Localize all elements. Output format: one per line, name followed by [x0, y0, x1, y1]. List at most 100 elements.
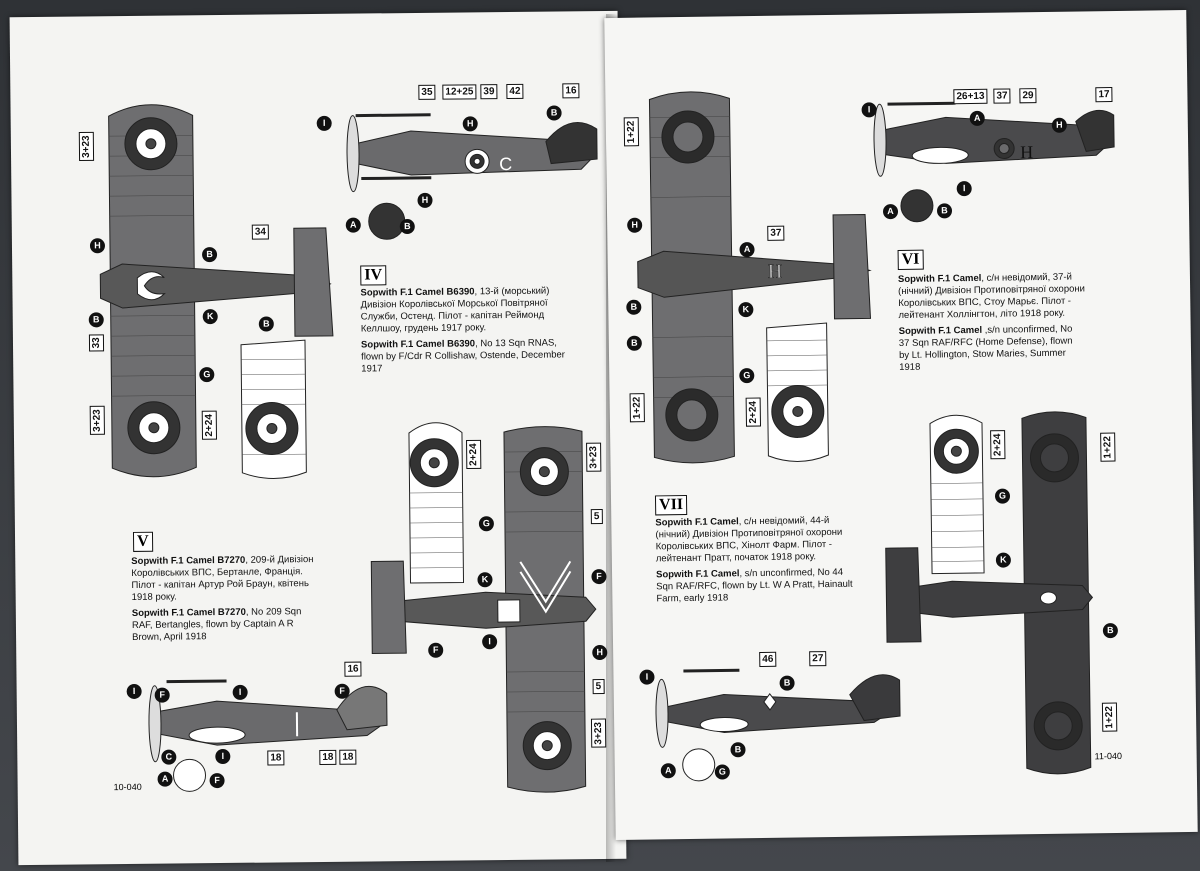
marking-label: 2+24: [466, 440, 482, 469]
plate-vi-caption-en: Sopwith F.1 Camel ,s/n unconfirmed, No 3…: [898, 323, 1073, 374]
marking-label: 1+22: [629, 393, 645, 423]
marking-label: 35: [418, 84, 436, 100]
colour-code-marker: H: [417, 192, 433, 208]
marking-label: 37: [767, 225, 785, 241]
right-page: H H: [604, 9, 1198, 841]
colour-code-marker: B: [399, 218, 415, 235]
marking-label: 5: [592, 679, 605, 695]
plate-vii-lower-wing-detail: [929, 414, 985, 575]
colour-code-marker: C: [161, 749, 177, 765]
page-code: 11-040: [1094, 750, 1123, 762]
marking-label: 16: [344, 661, 362, 677]
colour-code-marker: F: [428, 642, 444, 658]
marking-label: 2+24: [745, 397, 762, 427]
colour-code-marker: I: [316, 115, 332, 131]
marking-label: 5: [590, 509, 603, 525]
colour-code-marker: H: [627, 217, 643, 233]
colour-code-marker: B: [88, 312, 104, 328]
plate-iv-numeral: IV: [360, 265, 387, 286]
colour-code-marker: F: [154, 687, 170, 703]
colour-code-marker: A: [660, 763, 676, 779]
colour-code-marker: I: [232, 684, 248, 700]
colour-code-marker: B: [546, 105, 562, 121]
marking-label: 26+13: [953, 88, 988, 105]
marking-label: 1+22: [1101, 703, 1118, 732]
colour-code-marker: B: [936, 203, 953, 219]
marking-label: 33: [88, 334, 105, 352]
marking-label: 39: [480, 84, 498, 100]
marking-label: 3+23: [590, 719, 607, 748]
marking-label: 3+23: [78, 132, 95, 162]
colour-code-marker: I: [126, 683, 142, 700]
marking-label: 3+23: [89, 406, 105, 435]
plate-vii-caption-en: Sopwith F.1 Camel, s/n unconfirmed, No 4…: [655, 566, 853, 605]
colour-code-marker: I: [215, 748, 231, 765]
plate-vii-numeral: VII: [654, 494, 688, 516]
plate-v-top-view: [370, 426, 597, 793]
plate-vi-caption-ua: Sopwith F.1 Camel, с/н невідомий, 37-й (…: [897, 271, 1086, 322]
marking-label: 34: [251, 224, 270, 240]
plate-iv-lower-wing-detail: [240, 339, 307, 479]
marking-label: 2+24: [990, 430, 1006, 460]
plate-v-side-view: [148, 679, 388, 792]
plate-vi-lower-wing-detail: [766, 322, 829, 462]
marking-label: 46: [759, 651, 777, 668]
colour-code-marker: K: [477, 572, 493, 588]
marking-label: 17: [1095, 87, 1113, 103]
left-page-drawings: C: [99, 104, 598, 793]
marking-label: 2+24: [201, 411, 218, 440]
colour-code-marker: F: [334, 683, 350, 699]
colour-code-marker: I: [482, 634, 498, 650]
svg-text:C: C: [499, 154, 512, 174]
colour-code-marker: F: [209, 772, 225, 789]
plate-iv-top-view: [99, 104, 334, 478]
marking-label: 37: [993, 88, 1011, 104]
left-page: C: [9, 10, 627, 866]
colour-code-marker: H: [89, 238, 106, 254]
marking-label: 27: [809, 651, 827, 667]
marking-label: 12+25: [442, 84, 477, 100]
marking-label: 18: [319, 749, 337, 766]
colour-code-marker: B: [626, 335, 642, 351]
svg-text:H: H: [768, 261, 783, 283]
plate-iv-caption-en: Sopwith F.1 Camel B6390, No 13 Sqn RNAS,…: [360, 337, 566, 375]
plate-vii-caption-ua: Sopwith F.1 Camel, с/н невідомий, 44-й (…: [655, 515, 843, 565]
page-code: 10-040: [113, 781, 142, 793]
right-page-drawings: H H: [637, 91, 1115, 782]
plate-vi-top-view: H: [637, 91, 872, 464]
colour-code-marker: B: [1102, 622, 1118, 639]
colour-code-marker: B: [258, 316, 274, 332]
colour-code-marker: A: [739, 242, 755, 258]
colour-code-marker: A: [345, 217, 361, 233]
colour-code-marker: K: [202, 309, 218, 325]
marking-label: 1+22: [1100, 433, 1116, 462]
colour-code-marker: G: [199, 367, 215, 383]
colour-code-marker: G: [994, 488, 1011, 504]
marking-label: 18: [267, 750, 285, 766]
marking-label: 42: [506, 83, 524, 100]
colour-code-marker: A: [882, 204, 899, 220]
marking-label: 29: [1019, 88, 1037, 104]
colour-code-marker: K: [738, 302, 754, 318]
plate-v-lower-wing-detail: [408, 422, 465, 584]
colour-code-marker: A: [969, 110, 985, 127]
plate-v-numeral: V: [132, 531, 153, 552]
colour-code-marker: I: [956, 180, 972, 197]
plate-v-caption-en: Sopwith F.1 Camel B7270, No 209 Sqn RAF,…: [131, 606, 302, 643]
plate-vii-side-view: [655, 668, 901, 782]
colour-code-marker: G: [478, 516, 494, 532]
colour-code-marker: A: [157, 771, 173, 787]
marking-label: 16: [562, 83, 580, 99]
plate-iv-side-view: C: [346, 113, 598, 240]
plate-vi-side-view: H: [873, 101, 1115, 223]
colour-code-marker: H: [462, 116, 478, 132]
plate-vii-top-view: [885, 411, 1094, 775]
marking-label: 1+22: [623, 117, 640, 147]
plate-iv-caption-ua: Sopwith F.1 Camel B6390, 13-й (морський)…: [360, 285, 550, 335]
colour-code-marker: B: [201, 247, 218, 263]
plate-v-caption-ua: Sopwith F.1 Camel B7270, 209-й Дивізіон …: [131, 554, 314, 603]
marking-label: 18: [339, 749, 357, 765]
colour-code-marker: G: [714, 764, 730, 780]
svg-text:H: H: [1020, 142, 1033, 162]
